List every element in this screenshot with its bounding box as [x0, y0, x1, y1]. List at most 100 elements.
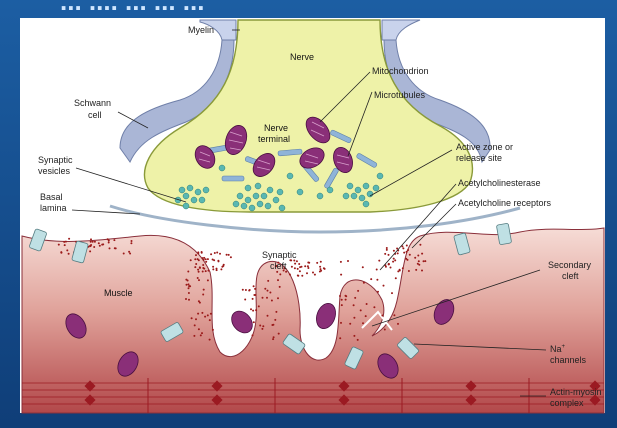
ach-dot: [370, 278, 373, 281]
ach-dot: [206, 258, 209, 261]
ach-dot: [198, 279, 200, 282]
ach-dot: [385, 247, 388, 249]
ach-dot: [274, 318, 277, 321]
ach-dot: [352, 304, 355, 307]
ach-dot: [90, 238, 92, 241]
ach-dot: [254, 287, 257, 290]
ach-dot: [93, 240, 96, 243]
ach-dot: [197, 328, 200, 331]
ach-dot: [122, 252, 125, 255]
ach-dot: [272, 323, 275, 326]
ach-dot: [293, 259, 296, 262]
ach-dot: [202, 258, 205, 261]
ach-cluster-left: [57, 237, 427, 341]
ach-dot: [108, 247, 111, 250]
ach-dot: [185, 298, 187, 300]
ach-dot: [204, 315, 207, 318]
ach-dot: [212, 268, 215, 271]
mitochondria-terminal: [194, 116, 353, 177]
ach-dot: [389, 266, 392, 269]
ach-dot: [270, 299, 273, 302]
ach-dot: [384, 265, 387, 268]
mitochondrion: [377, 353, 399, 379]
mitochondria-muscle: [65, 299, 455, 379]
ach-dot: [261, 296, 264, 299]
ach-dot: [290, 265, 293, 268]
ach-dot: [294, 262, 297, 265]
ach-dot: [201, 332, 203, 335]
ach-dot: [308, 261, 311, 264]
ach-dot: [128, 250, 131, 253]
ach-dot: [397, 270, 400, 273]
vesicle: [174, 196, 182, 204]
ach-dot: [316, 261, 319, 264]
ach-dot: [392, 257, 395, 260]
vesicle: [252, 192, 260, 200]
label-schwann-2: cell: [88, 110, 102, 120]
vesicle: [248, 204, 256, 212]
ach-dot: [206, 314, 209, 317]
ach-dot: [417, 260, 420, 263]
ach-dot: [208, 338, 211, 341]
ach-dot: [387, 262, 390, 265]
ach-dot: [319, 268, 322, 271]
ach-dot: [227, 253, 230, 256]
ach-dot: [68, 237, 71, 240]
ach-dot: [361, 266, 364, 269]
ach-dot: [319, 260, 322, 263]
na-channel: [397, 337, 419, 359]
vesicle: [376, 172, 384, 180]
ach-dot: [203, 256, 206, 259]
ach-dot: [213, 252, 216, 254]
ach-dot: [198, 266, 201, 269]
ach-dot: [290, 259, 293, 262]
vesicle: [358, 194, 366, 202]
vesicle: [232, 200, 240, 208]
ach-dot: [262, 325, 265, 328]
ach-dot: [187, 270, 190, 273]
ach-dot: [418, 263, 421, 266]
label-active-zone-1: Active zone or: [456, 142, 513, 152]
ach-dot: [195, 263, 198, 265]
ach-dot: [339, 260, 342, 263]
ach-dot: [277, 297, 279, 300]
z-lines: [147, 378, 530, 413]
ach-dot: [66, 249, 69, 252]
ach-dot: [255, 309, 258, 312]
vesicle: [346, 182, 354, 190]
ach-dot: [206, 279, 209, 282]
ach-dot: [212, 265, 215, 268]
ach-dot: [197, 268, 200, 271]
synaptic-vesicles: [174, 164, 384, 212]
ach-dot: [417, 254, 420, 257]
mitochondrion: [231, 310, 253, 334]
vesicle: [178, 186, 186, 194]
ach-dot: [396, 247, 399, 250]
ach-dot: [277, 279, 279, 282]
ach-dot: [253, 294, 256, 296]
ach-dot: [197, 270, 200, 273]
ach-dot: [64, 240, 67, 243]
ach-dot: [102, 243, 105, 246]
ach-dot: [202, 293, 205, 296]
vesicle: [272, 196, 280, 204]
ach-dot: [215, 269, 218, 272]
ach-dot: [266, 296, 268, 299]
ach-dot: [272, 338, 275, 341]
ach-dot: [414, 256, 417, 259]
label-actin-myosin-2: complex: [550, 398, 584, 408]
ach-dot: [401, 267, 404, 270]
ach-dot: [106, 238, 109, 241]
ach-dot: [416, 262, 419, 265]
ach-dot: [313, 273, 316, 276]
vesicle: [254, 182, 262, 190]
ach-dot: [421, 252, 424, 255]
ach-dot: [362, 281, 365, 284]
label-nerve-terminal-2: terminal: [258, 134, 290, 144]
ach-dot: [298, 263, 301, 265]
mitochondrion: [252, 153, 276, 177]
ach-dot: [252, 321, 255, 324]
ach-dot: [193, 334, 196, 337]
ach-dot: [129, 252, 132, 255]
ach-dot: [251, 334, 254, 337]
